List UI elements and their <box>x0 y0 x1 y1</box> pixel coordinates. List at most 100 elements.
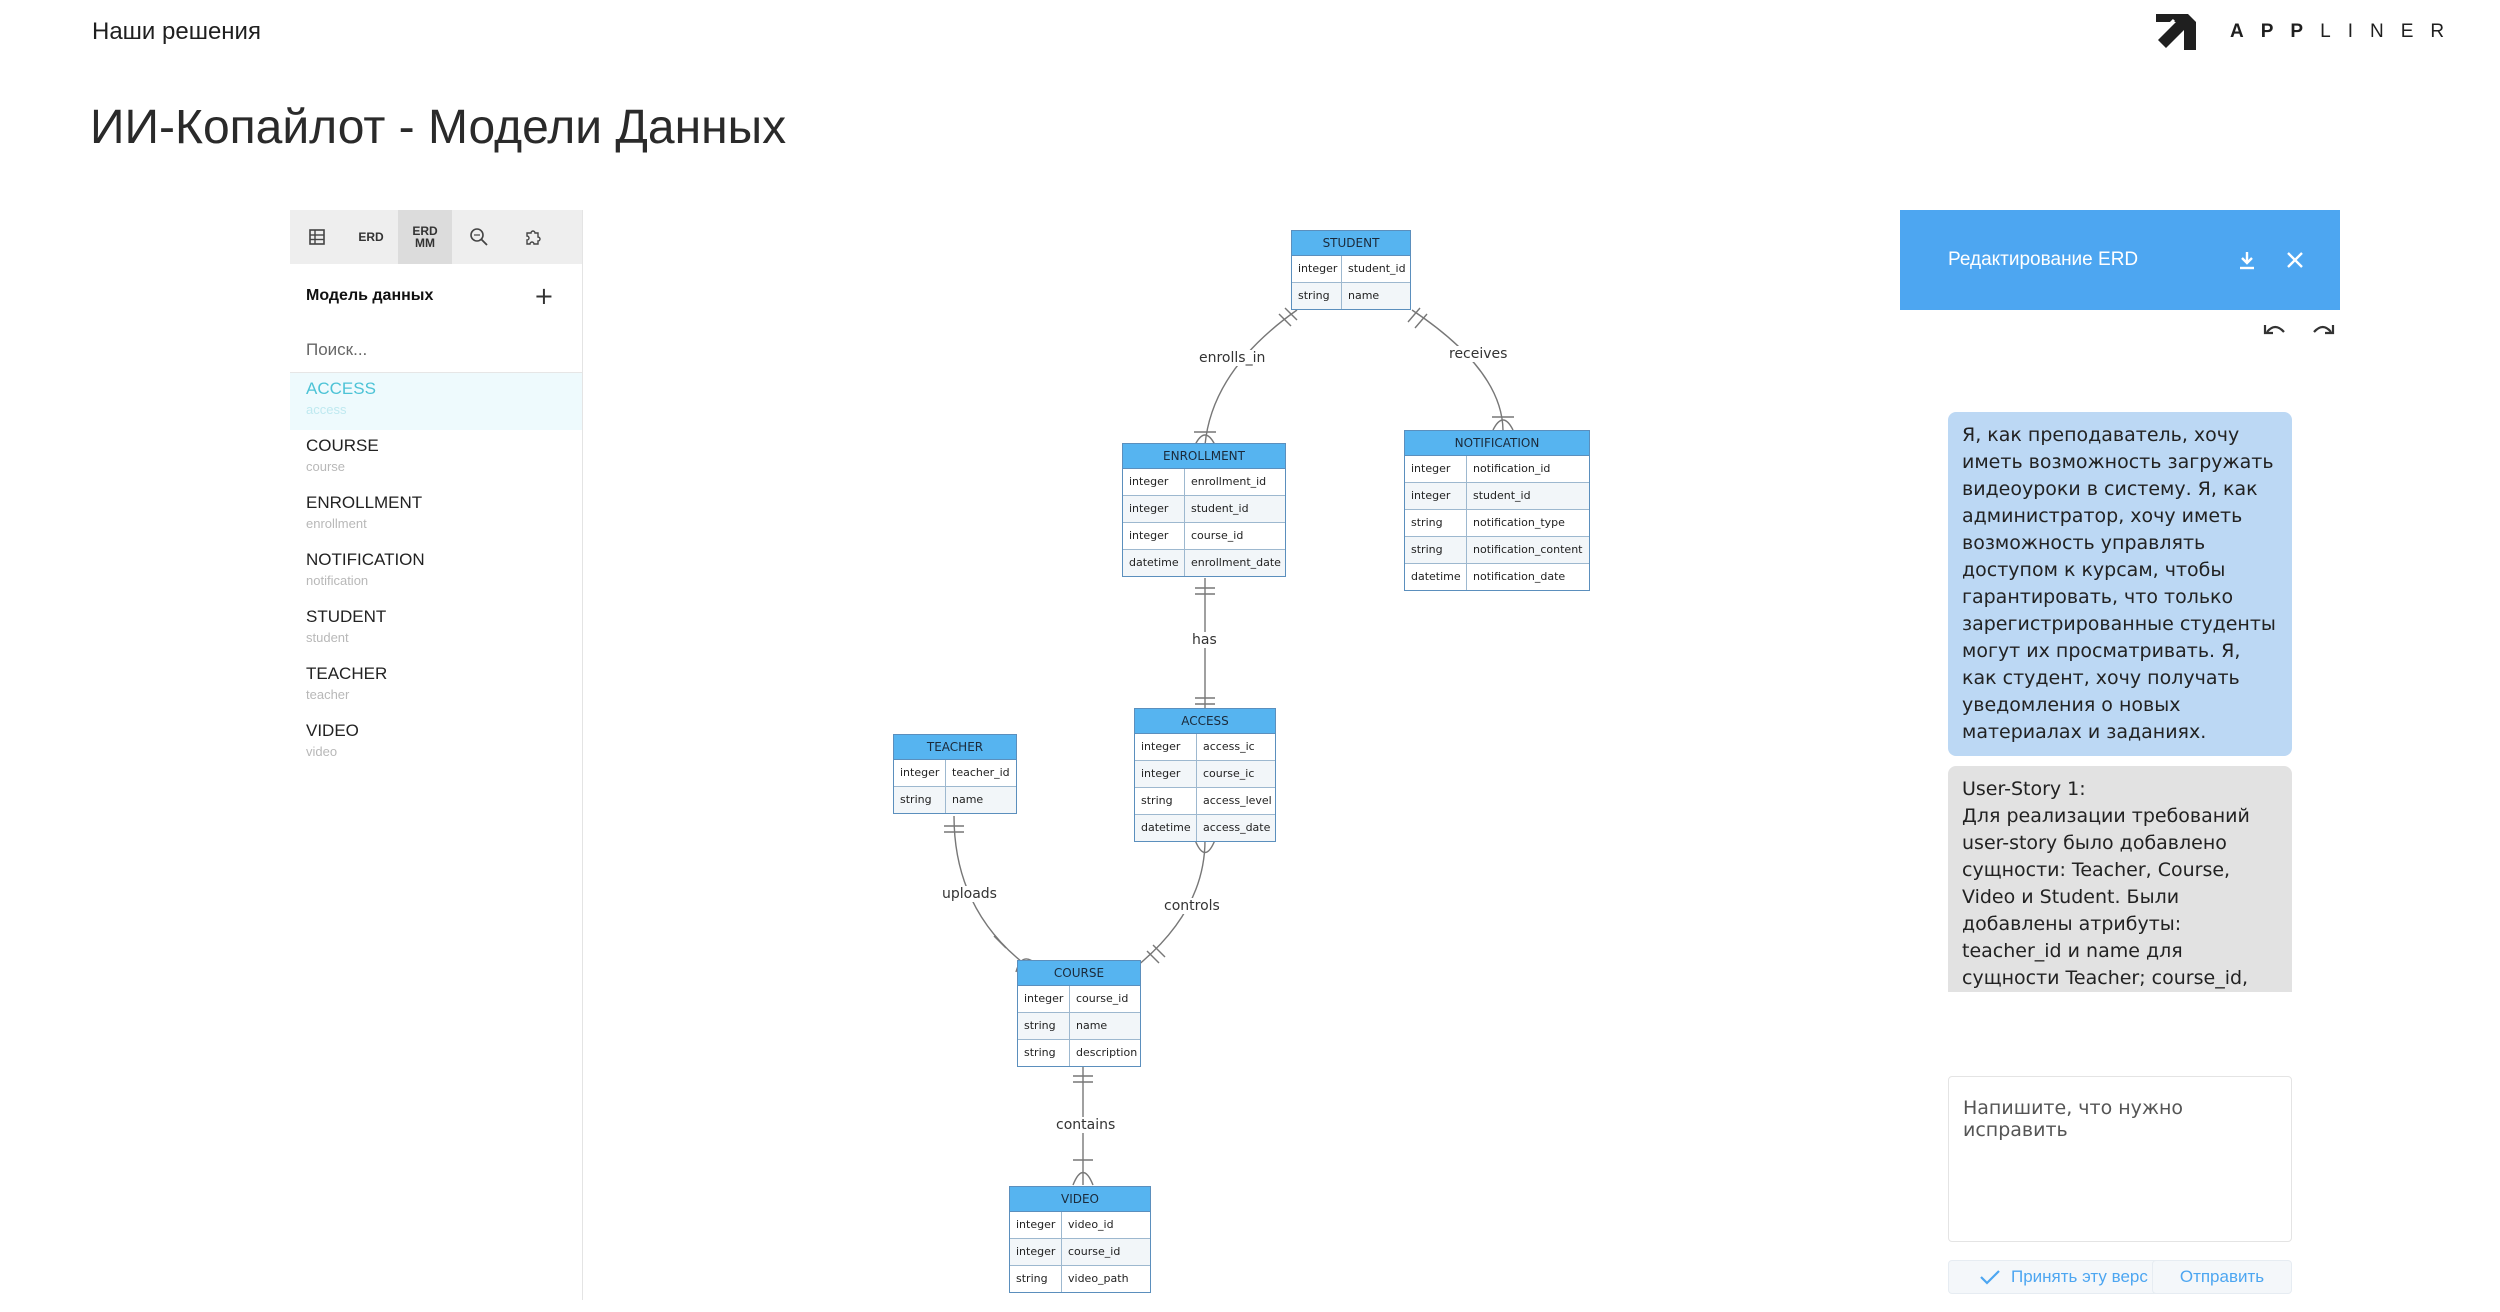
entity-title: NOTIFICATION <box>1405 431 1589 456</box>
entity-search-input[interactable] <box>290 328 562 372</box>
entity-notification[interactable]: NOTIFICATION integer notification_id inte… <box>1404 430 1590 591</box>
data-model-sidebar: ERD ERD MM Модель данных + ACCESSaccess … <box>290 210 583 1300</box>
attribute-type: string <box>1018 1040 1070 1066</box>
attribute-name: notification_type <box>1473 516 1565 529</box>
accept-version-label: Принять эту верс <box>2011 1267 2148 1286</box>
tool-table[interactable] <box>290 210 344 264</box>
tool-search-zoom[interactable] <box>452 210 506 264</box>
attribute-row: integer course_id <box>1018 986 1140 1013</box>
accept-version-button[interactable]: Принять эту верс <box>1948 1260 2160 1294</box>
panel-title: Редактирование ERD <box>1948 249 2139 270</box>
close-icon <box>2287 252 2303 268</box>
attribute-type: datetime <box>1135 815 1197 841</box>
attribute-type: string <box>1018 1013 1070 1039</box>
entity-table-name: teacher <box>306 687 350 702</box>
relation-label-controls: controls <box>1162 898 1222 914</box>
attribute-type: integer <box>1123 469 1185 495</box>
table-icon <box>309 229 325 245</box>
attribute-type: integer <box>1018 986 1070 1012</box>
tool-plugins[interactable] <box>506 210 560 264</box>
attribute-name: name <box>952 793 984 806</box>
entity-table-name: course <box>306 459 346 474</box>
entity-title: COURSE <box>1018 961 1140 986</box>
close-panel-button[interactable] <box>2280 245 2310 275</box>
redo-button[interactable] <box>2310 320 2336 342</box>
attribute-row: integer notification_id <box>1405 456 1589 483</box>
attribute-name: course_id <box>1191 529 1244 542</box>
tool-erd-mm[interactable]: ERD MM <box>398 210 452 264</box>
entity-title: TEACHER <box>894 735 1016 760</box>
attribute-row: string name <box>894 787 1016 813</box>
attribute-type: integer <box>1135 734 1197 760</box>
attribute-type: string <box>1405 537 1467 563</box>
attribute-type: string <box>894 787 946 813</box>
attribute-type: integer <box>1405 456 1467 482</box>
undo-button[interactable] <box>2262 320 2288 342</box>
send-button[interactable]: Отправить <box>2152 1260 2292 1294</box>
attribute-name: notification_date <box>1473 570 1566 583</box>
appliner-logo[interactable]: APPLINER <box>2152 10 2461 54</box>
attribute-name: course_id <box>1068 1245 1121 1258</box>
logo-mark-icon <box>2156 14 2196 50</box>
download-button[interactable] <box>2232 245 2262 275</box>
attribute-name: access_ic <box>1203 740 1255 753</box>
list-item[interactable]: ENROLLMENT enrollment <box>290 487 582 544</box>
entity-table-name: enrollment <box>306 516 367 531</box>
attribute-name: course_id <box>1076 992 1129 1005</box>
attribute-name: student_id <box>1191 502 1249 515</box>
undo-icon <box>2263 325 2285 335</box>
entity-title: VIDEO <box>1010 1187 1150 1212</box>
attribute-type: datetime <box>1123 550 1185 576</box>
relation-label-enrolls-in: enrolls_in <box>1197 350 1268 366</box>
attribute-name: video_id <box>1068 1218 1114 1231</box>
attribute-name: enrollment_id <box>1191 475 1267 488</box>
erd-edit-panel: Редактирование ERD Я, как преподаватель,… <box>1900 210 2340 1300</box>
nav-link-solutions[interactable]: Наши решения <box>92 18 261 45</box>
attribute-name: student_id <box>1473 489 1531 502</box>
erd-canvas[interactable]: enrolls_in receives has uploads controls… <box>582 210 1900 1300</box>
attribute-row: integer access_ic <box>1135 734 1275 761</box>
attribute-name: name <box>1348 289 1380 302</box>
puzzle-icon <box>526 230 541 245</box>
tool-erd[interactable]: ERD <box>344 210 398 264</box>
entity-table-name: video <box>306 744 338 759</box>
check-icon <box>1980 1270 2000 1285</box>
download-icon <box>2240 252 2254 270</box>
add-entity-button[interactable]: + <box>533 282 554 310</box>
panel-actions: Принять эту верс Отправить <box>1948 1260 2292 1294</box>
attribute-name: notification_id <box>1473 462 1551 475</box>
correction-input[interactable] <box>1948 1076 2292 1242</box>
search-zoom-icon <box>470 228 488 246</box>
attribute-row: integer course_id <box>1123 523 1285 550</box>
attribute-type: integer <box>1123 523 1185 549</box>
entity-name: ENROLLMENT <box>306 493 423 512</box>
logo-wordmark: APPLINER <box>2230 21 2462 42</box>
entity-name: ACCESS <box>306 379 376 398</box>
assistant-message: User-Story 1: Для реализации требований … <box>1948 766 2292 992</box>
chat-messages[interactable]: Я, как преподаватель, хочу иметь возможн… <box>1948 412 2292 992</box>
history-controls <box>2262 320 2336 342</box>
entity-title: ENROLLMENT <box>1123 444 1285 469</box>
